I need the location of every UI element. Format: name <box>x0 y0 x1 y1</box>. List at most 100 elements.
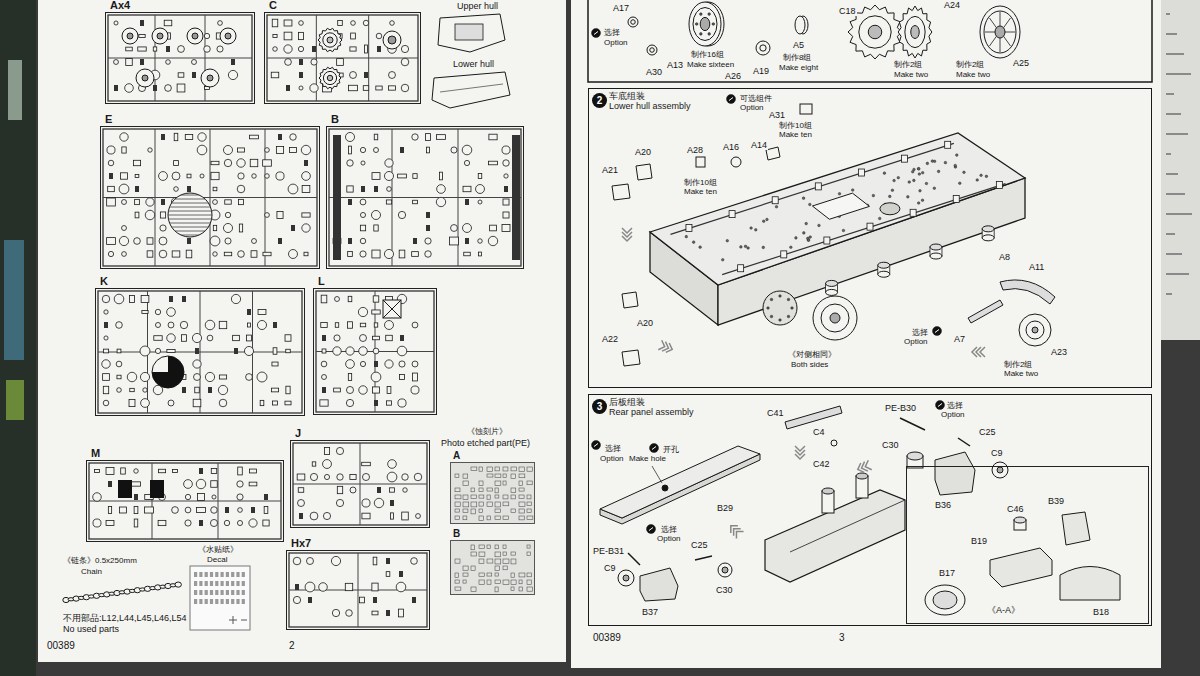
part-number: C42 <box>812 459 831 469</box>
road-wheel-part <box>142 75 148 81</box>
sprue-part <box>252 239 257 244</box>
label-slot: 选择 <box>660 525 678 534</box>
idler-wheel <box>980 6 1020 58</box>
hull-bolt <box>917 202 920 205</box>
pe-part <box>511 474 515 478</box>
caption-text: Make two <box>955 70 991 79</box>
label-slot: Make two <box>893 70 929 79</box>
sprue-part <box>161 199 165 205</box>
rail-bracket <box>910 209 916 216</box>
hull-bolt <box>893 179 896 182</box>
sprue-part <box>273 348 277 355</box>
sprue-part <box>304 252 308 256</box>
sprue-part <box>360 199 366 205</box>
pe-part <box>495 587 498 592</box>
hull-bolt <box>805 222 808 225</box>
sprue-runner <box>98 352 302 353</box>
option-icon <box>592 441 601 450</box>
text-slot: B <box>453 528 460 540</box>
sprue-part <box>265 174 270 179</box>
label-slot: A20 <box>636 318 654 328</box>
label-slot: 不用部品:L12,L44,L45,L46,L54 <box>62 613 188 623</box>
part-number: C30 <box>715 585 734 595</box>
sprue-part <box>192 60 197 65</box>
part-number: 不用部品:L12,L44,L45,L46,L54 <box>62 613 188 623</box>
sprue-part <box>364 72 368 78</box>
sprue-part <box>178 46 185 53</box>
label-slot: 制作2组 <box>1003 360 1033 369</box>
pe-part <box>503 566 507 570</box>
label-slot: Make hole <box>628 454 667 463</box>
kit-box-print <box>8 60 22 120</box>
sprue-part <box>363 20 368 25</box>
pe-part <box>511 587 514 591</box>
sprue-part <box>141 399 150 408</box>
decal-mark <box>205 590 208 595</box>
sprue-runner <box>89 463 281 539</box>
hull-bolt <box>762 220 765 223</box>
assembly-arrow <box>972 347 985 357</box>
sprue-part <box>385 360 393 368</box>
decal-mark <box>215 599 218 604</box>
part-number: A25 <box>1012 58 1030 68</box>
sprocket-hub <box>323 33 337 47</box>
label-slot: 选择 <box>604 444 622 453</box>
sprue-part <box>103 349 108 353</box>
back-sheet <box>1161 0 1200 340</box>
section-inset: 《A-A》 <box>906 466 1149 624</box>
sprue-part <box>345 132 354 141</box>
part-number: A28 <box>686 145 704 155</box>
pe-part <box>511 559 516 564</box>
sprue-part <box>389 86 396 90</box>
sprue-drawing <box>103 129 317 266</box>
sprue-runner <box>108 15 252 101</box>
grille-hatch <box>168 215 212 216</box>
sprue-part <box>436 197 445 206</box>
fender-part <box>1000 280 1055 304</box>
sprue-part <box>376 33 382 39</box>
kit-box <box>0 0 36 676</box>
label-slot: A30 <box>645 67 663 77</box>
sprue-part <box>249 519 257 527</box>
sprue-part <box>337 474 343 480</box>
sprue-part <box>108 251 113 256</box>
sprue-part <box>273 47 278 52</box>
sprue-part <box>251 507 255 513</box>
sprue-part <box>134 238 141 245</box>
sprue-part <box>298 46 303 51</box>
sprue-part <box>307 558 314 565</box>
rod-part <box>695 556 712 560</box>
decal-mark <box>236 590 239 595</box>
pe-part <box>463 509 468 512</box>
assembly-arrow <box>856 463 864 474</box>
sprue-part <box>299 72 303 78</box>
sprue-part <box>193 360 201 368</box>
label-slot: C18 <box>838 6 857 16</box>
pe-part <box>471 502 477 507</box>
decal-mark <box>226 599 229 604</box>
sprue-part <box>159 172 168 181</box>
caption-text: Make ten <box>778 130 813 139</box>
sprue-part <box>158 469 165 472</box>
sprue-part <box>390 500 394 506</box>
sprue-runner <box>103 197 317 198</box>
pe-part <box>495 566 499 571</box>
text-slot: 2 <box>592 93 607 108</box>
sprue-part <box>104 336 108 340</box>
hatch-part <box>152 356 184 388</box>
idler-spoke <box>1005 32 1015 33</box>
sprue-part <box>346 347 354 355</box>
decal-mark <box>221 581 224 586</box>
idler-wheel <box>984 11 1016 53</box>
dome-part <box>1026 321 1044 339</box>
part-number: A23 <box>1050 347 1068 357</box>
sprue-part <box>196 479 205 488</box>
sprue-part <box>465 199 469 205</box>
pe-part <box>511 495 515 499</box>
sprue-part <box>237 148 244 152</box>
part-number: A14 <box>750 140 768 150</box>
pe-part <box>511 580 516 584</box>
hull-bolt <box>918 173 921 176</box>
label-slot: A8 <box>998 252 1011 262</box>
hull-bolt <box>937 170 940 173</box>
